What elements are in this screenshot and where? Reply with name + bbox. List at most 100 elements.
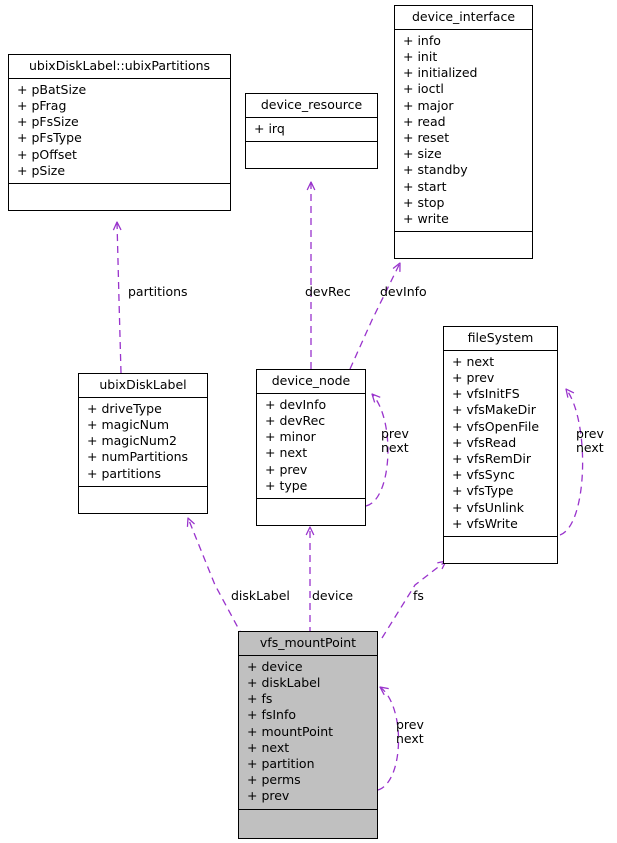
attribute-row: + init [403,48,438,64]
attribute-row: + pOffset [17,146,77,162]
class-box-vfs-mountpoint[interactable]: vfs_mountPoint + device + diskLabel + fs… [238,631,378,839]
attribute-row: + irq [254,120,285,136]
class-box-file-system[interactable]: fileSystem + next + prev + vfsInitFS + v… [443,326,558,564]
class-title: device_resource [246,94,377,118]
attribute-row: + devRec [265,412,326,428]
edge-devInfo [349,263,400,370]
attribute-row: + vfsOpenFile [452,418,540,434]
attribute-row: + pFrag [17,97,67,113]
edge-label-filesystem-self: prev next [576,427,604,455]
edge-label-device-node-self: prev next [381,427,409,455]
attribute-row: + pBatSize [17,81,87,97]
attribute-row: + numPartitions [87,449,189,465]
attribute-row: + prev [265,461,308,477]
class-title: device_node [257,370,365,394]
attribute-row: + diskLabel [247,674,321,690]
edge-label-prev: prev [381,426,409,441]
class-attributes: + devInfo + devRec + minor + next + prev… [257,394,365,499]
attribute-row: + vfsRead [452,434,517,450]
edge-label-fs: fs [413,588,424,603]
class-attributes: + device + diskLabel + fs + fsInfo + mou… [239,656,377,810]
class-attributes: + irq [246,118,377,142]
class-methods [79,487,207,513]
class-title: ubixDiskLabel [79,374,207,398]
class-box-device-node[interactable]: device_node + devInfo + devRec + minor +… [256,369,366,526]
attribute-row: + partition [247,755,315,771]
class-attributes: + info + init + initialized + ioctl + ma… [395,30,532,233]
edge-label-prev: prev [396,717,424,732]
edge-label-next: next [381,440,409,455]
class-title: fileSystem [444,327,557,351]
class-box-device-resource[interactable]: device_resource + irq [245,93,378,169]
attribute-row: + magicNum [87,416,170,432]
attribute-row: + vfsType [452,483,514,499]
edge-label-prev: prev [576,426,604,441]
attribute-row: + major [403,97,454,113]
attribute-row: + initialized [403,65,478,81]
attribute-row: + fsInfo [247,707,297,723]
attribute-row: + vfsMakeDir [452,402,536,418]
edge-fs [381,561,446,639]
edge-label-diskLabel: diskLabel [231,588,290,603]
attribute-row: + vfsUnlink [452,499,524,515]
class-methods [395,232,532,258]
attribute-row: + write [403,210,449,226]
attribute-row: + next [265,445,308,461]
attribute-row: + vfsSync [452,467,515,483]
attribute-row: + magicNum2 [87,433,177,449]
attribute-row: + pFsSize [17,114,79,130]
attribute-row: + vfsInitFS [452,386,520,402]
attribute-row: + mountPoint [247,723,334,739]
edge-label-devInfo: devInfo [380,284,427,299]
class-box-ubix-partitions[interactable]: ubixDiskLabel::ubixPartitions + pBatSize… [8,54,231,211]
attribute-row: + start [403,178,447,194]
attribute-row: + size [403,146,442,162]
attribute-row: + driveType [87,400,162,416]
edge-partitions [117,222,122,374]
attribute-row: + pFsType [17,130,82,146]
class-methods [239,810,377,838]
attribute-row: + next [452,353,495,369]
class-title: device_interface [395,6,532,30]
class-box-device-interface[interactable]: device_interface + info + init + initial… [394,5,533,260]
edge-label-next: next [396,731,424,746]
class-methods [444,537,557,563]
attribute-row: + devInfo [265,396,327,412]
class-methods [246,142,377,168]
attribute-row: + prev [247,788,290,804]
attribute-row: + ioctl [403,81,444,97]
attribute-row: + partitions [87,465,162,481]
class-attributes: + next + prev + vfsInitFS + vfsMakeDir +… [444,351,557,537]
attribute-row: + type [265,477,308,493]
attribute-row: + reset [403,129,450,145]
attribute-row: + info [403,32,441,48]
attribute-row: + vfsWrite [452,515,518,531]
attribute-row: + vfsRemDir [452,450,531,466]
attribute-row: + perms [247,772,301,788]
attribute-row: + stop [403,194,445,210]
edge-label-devRec: devRec [305,284,351,299]
class-methods [9,184,230,210]
edge-filesystem-self [559,389,584,536]
class-attributes: + pBatSize + pFrag + pFsSize + pFsType +… [9,79,230,184]
edge-label-next: next [576,440,604,455]
attribute-row: + standby [403,162,468,178]
attribute-row: + device [247,658,303,674]
attribute-row: + minor [265,429,316,445]
class-attributes: + driveType + magicNum + magicNum2 + num… [79,398,207,487]
attribute-row: + pSize [17,162,66,178]
edge-label-partitions: partitions [128,284,188,299]
edge-label-mountpoint-self: prev next [396,718,424,746]
class-box-ubix-disk-label[interactable]: ubixDiskLabel + driveType + magicNum + m… [78,373,208,514]
edge-device-node-self [365,394,389,507]
attribute-row: + prev [452,369,495,385]
attribute-row: + fs [247,691,273,707]
class-title: vfs_mountPoint [239,632,377,656]
class-methods [257,499,365,525]
edge-label-device: device [312,588,354,603]
edge-diskLabel [188,518,244,638]
edge-mountpoint-self [377,687,400,791]
attribute-row: + read [403,113,446,129]
